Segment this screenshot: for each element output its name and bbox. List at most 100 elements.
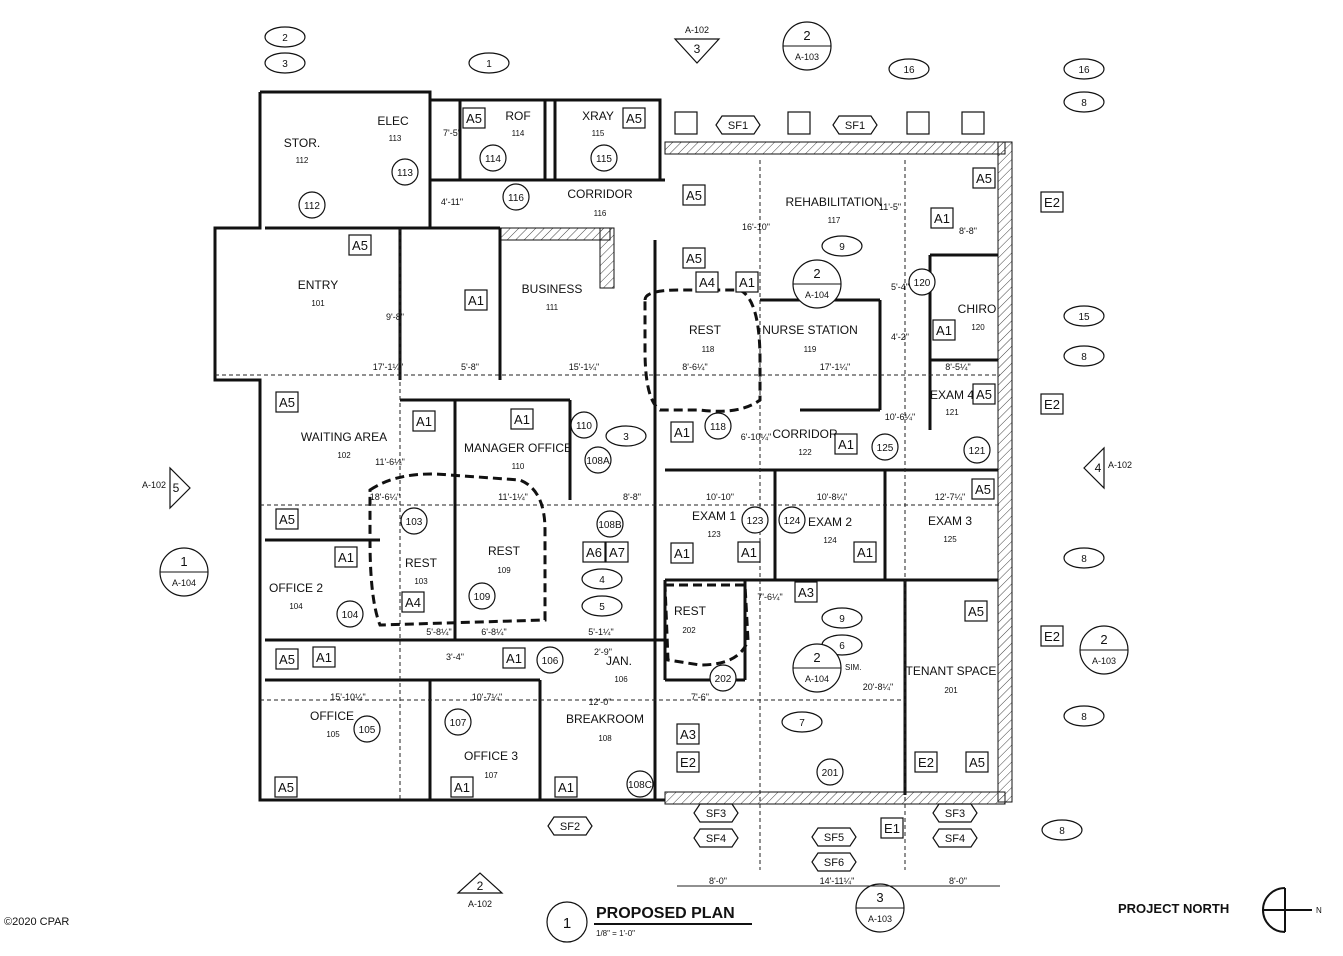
wall-tag: A5: [626, 111, 642, 126]
wall-tag: A1: [416, 414, 432, 429]
dimension-label: 7'-6¼": [757, 592, 782, 602]
wall-tag: A1: [316, 650, 332, 665]
wall-tag-box: [510, 408, 534, 430]
wall-tag: A1: [674, 546, 690, 561]
door-tag: 125: [877, 443, 894, 454]
section-ref-number: 2: [1100, 632, 1107, 647]
wall-tag-box: [412, 410, 436, 432]
room-number: 106: [614, 675, 628, 684]
keynote-bubble: [468, 52, 510, 74]
wall-tag-box: [914, 751, 938, 773]
keynote-number: 3: [623, 432, 629, 443]
room-name: EXAM 4: [930, 388, 974, 402]
exterior-wall-east: [997, 141, 1013, 803]
storefront-tag: SF6: [824, 857, 844, 869]
wall-tag: A5: [975, 482, 991, 497]
counter-business-top: [499, 227, 611, 241]
room-name: REHABILITATION: [786, 195, 883, 209]
keynote-number: 9: [839, 242, 845, 253]
wall-tag-box: [1040, 625, 1064, 647]
dimension-label: 12'-0": [589, 697, 612, 707]
dimension-label: 8'-6¼": [682, 362, 707, 372]
door-tag: 103: [406, 517, 423, 528]
wall-tag-box: [676, 723, 700, 745]
room-number: 115: [592, 129, 605, 138]
dimension-label: 5'-8": [461, 362, 479, 372]
door-tag-circle: [468, 582, 496, 610]
wall-tag-box: [972, 167, 996, 189]
door-tag: 112: [304, 201, 320, 212]
wall-tag: A1: [674, 425, 690, 440]
door-tag: 105: [359, 725, 376, 736]
keynote-bubble: [821, 235, 863, 257]
dimension-label: 8'-5¼": [945, 362, 970, 372]
door-tag: 104: [342, 610, 359, 621]
keynote-number: 15: [1078, 312, 1090, 323]
exterior-wall-south: [664, 791, 1006, 805]
wall-tag: A1: [338, 550, 354, 565]
room-name: TENANT SPACE: [906, 664, 997, 678]
wall-tag-box: [965, 751, 989, 773]
room-number: 120: [971, 323, 985, 332]
wall-tag: A5: [466, 111, 482, 126]
dimension-label: 14'-11¼": [820, 876, 855, 886]
elevation-sheet: A-102: [685, 25, 709, 35]
wall-tag-box: [622, 107, 646, 129]
sim-label: SIM.: [845, 663, 861, 672]
door-tag: 202: [715, 674, 732, 685]
dimension-label: 3'-4": [446, 652, 464, 662]
door-tag: 115: [596, 154, 612, 165]
room-number: 108: [598, 734, 612, 743]
door-tag-circle: [871, 433, 899, 461]
dimension-label: 5'-1¼": [588, 627, 613, 637]
room-labels: STOR. 112 ELEC 113 ROF 114 XRAY 115 CORR…: [269, 109, 996, 780]
wall-tag-box: [737, 541, 761, 563]
keynote-bubble: [781, 711, 823, 733]
storefront-tag: SF5: [824, 832, 844, 844]
keynote-number: 3: [282, 59, 288, 70]
keynote-bubble: [1063, 705, 1105, 727]
wall-tag-box: [794, 581, 818, 603]
keynote-number: 7: [799, 718, 805, 729]
room-number: 105: [326, 730, 340, 739]
door-tag-circle: [336, 600, 364, 628]
wall-tag: A5: [279, 652, 295, 667]
wall-tag: A5: [969, 755, 985, 770]
room-number: 103: [414, 577, 428, 586]
storefront-tag-shape: [811, 827, 857, 847]
room-name: ROF: [505, 109, 530, 123]
wall-tag-box: [834, 433, 858, 455]
wall-tag-box: [1040, 393, 1064, 415]
wall-tag: A1: [558, 780, 574, 795]
wall-tag: E2: [680, 755, 696, 770]
storefront-tag: SF2: [560, 821, 580, 833]
wall-tag-box: [348, 234, 372, 256]
keynote-number: 8: [1081, 712, 1087, 723]
wall-tag-box: [275, 391, 299, 413]
dimension-label: 11'-5": [879, 202, 901, 212]
wall-tag-box: [554, 776, 578, 798]
door-tag: 107: [450, 718, 467, 729]
wall-tag: A1: [454, 780, 470, 795]
door-tag: 108C: [628, 780, 652, 791]
wall-tag-box: [582, 541, 606, 563]
wall-tag: A5: [968, 604, 984, 619]
room-name: WAITING AREA: [301, 430, 387, 444]
room-name: CORRIDOR: [772, 427, 838, 441]
keynote-bubble: [1063, 345, 1105, 367]
elevation-sheet: A-102: [142, 480, 166, 490]
section-ref-number: 2: [813, 266, 820, 281]
title-number: 1: [563, 915, 571, 932]
door-tag: 109: [474, 592, 491, 603]
dimension-label: 10'-8¼": [817, 492, 847, 502]
keynote-number: 8: [1059, 826, 1065, 837]
room-number: 112: [296, 156, 309, 165]
dimension-label: 11'-1¼": [498, 492, 528, 502]
wall-tag-box: [275, 508, 299, 530]
wall-tag: A1: [739, 275, 755, 290]
keynote-bubble: [1041, 819, 1083, 841]
door-tag-circle: [704, 412, 732, 440]
section-ref-sheet: A-103: [868, 914, 892, 924]
room-number: 107: [484, 771, 498, 780]
